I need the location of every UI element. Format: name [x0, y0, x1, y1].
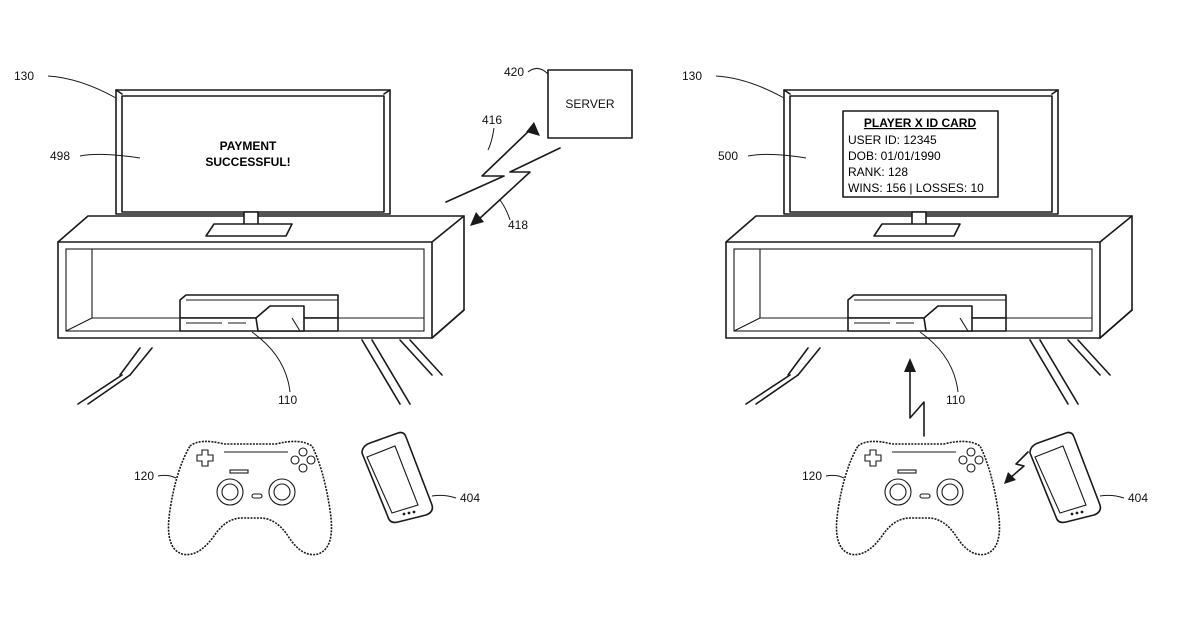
tv-stand-left: [57, 215, 465, 405]
leader-420: [527, 68, 549, 75]
leader-110-right: [919, 331, 959, 393]
phone-right: [1029, 431, 1102, 524]
uplink-arrowhead: [526, 122, 540, 136]
left-scene: PAYMENT SUCCESSFUL! SERVER 130 498 420 4…: [14, 65, 633, 556]
leader-120-right: [825, 474, 845, 479]
controller-signal-arrowhead: [904, 358, 916, 372]
controller-left: [167, 440, 333, 556]
ref-500: 500: [718, 149, 738, 163]
leader-130-left: [47, 75, 117, 99]
leader-500: [747, 153, 807, 159]
ref-418: 418: [508, 218, 528, 232]
uplink-arrow: [445, 127, 533, 203]
ref-420: 420: [504, 65, 524, 79]
controller-right: [835, 440, 1001, 556]
phone-signal-arrow: [1009, 451, 1029, 479]
downlink-arrowhead: [470, 212, 484, 226]
id-card-user-id: USER ID: 12345: [848, 133, 937, 147]
ref-110-left: 110: [278, 393, 297, 407]
server-box: [547, 69, 633, 139]
ref-404-left: 404: [460, 491, 480, 505]
leader-404-left: [431, 494, 457, 499]
controller-signal-arrow: [909, 369, 925, 437]
tv-stand-right: [725, 215, 1133, 405]
ref-404-right: 404: [1128, 491, 1148, 505]
phone-left: [361, 431, 434, 524]
leader-416: [487, 127, 495, 151]
payment-text-line2: SUCCESSFUL!: [205, 155, 290, 169]
ref-120-right: 120: [802, 469, 822, 483]
ref-110-right: 110: [946, 393, 965, 407]
server-label: SERVER: [565, 97, 614, 111]
leader-120-left: [157, 474, 177, 479]
id-card-box: [842, 110, 999, 198]
leader-110-left: [251, 331, 291, 393]
leader-130-right: [715, 75, 785, 99]
ref-120-left: 120: [134, 469, 154, 483]
id-card-dob: DOB: 01/01/1990: [848, 149, 941, 163]
downlink-arrow: [477, 147, 561, 221]
id-card-rank: RANK: 128: [848, 165, 908, 179]
ref-416: 416: [482, 113, 502, 127]
payment-text-line1: PAYMENT: [220, 139, 277, 153]
leader-418: [499, 199, 511, 221]
ref-498: 498: [50, 149, 70, 163]
id-card-title: PLAYER X ID CARD: [864, 116, 977, 130]
ref-130-left: 130: [14, 69, 34, 83]
ref-130-right: 130: [682, 69, 702, 83]
id-card-wins-losses: WINS: 156 | LOSSES: 10: [848, 181, 984, 195]
leader-404-right: [1099, 494, 1125, 499]
phone-signal-arrowhead: [1004, 472, 1016, 484]
right-scene: PLAYER X ID CARD USER ID: 12345 DOB: 01/…: [682, 69, 1148, 556]
leader-498: [79, 153, 141, 159]
